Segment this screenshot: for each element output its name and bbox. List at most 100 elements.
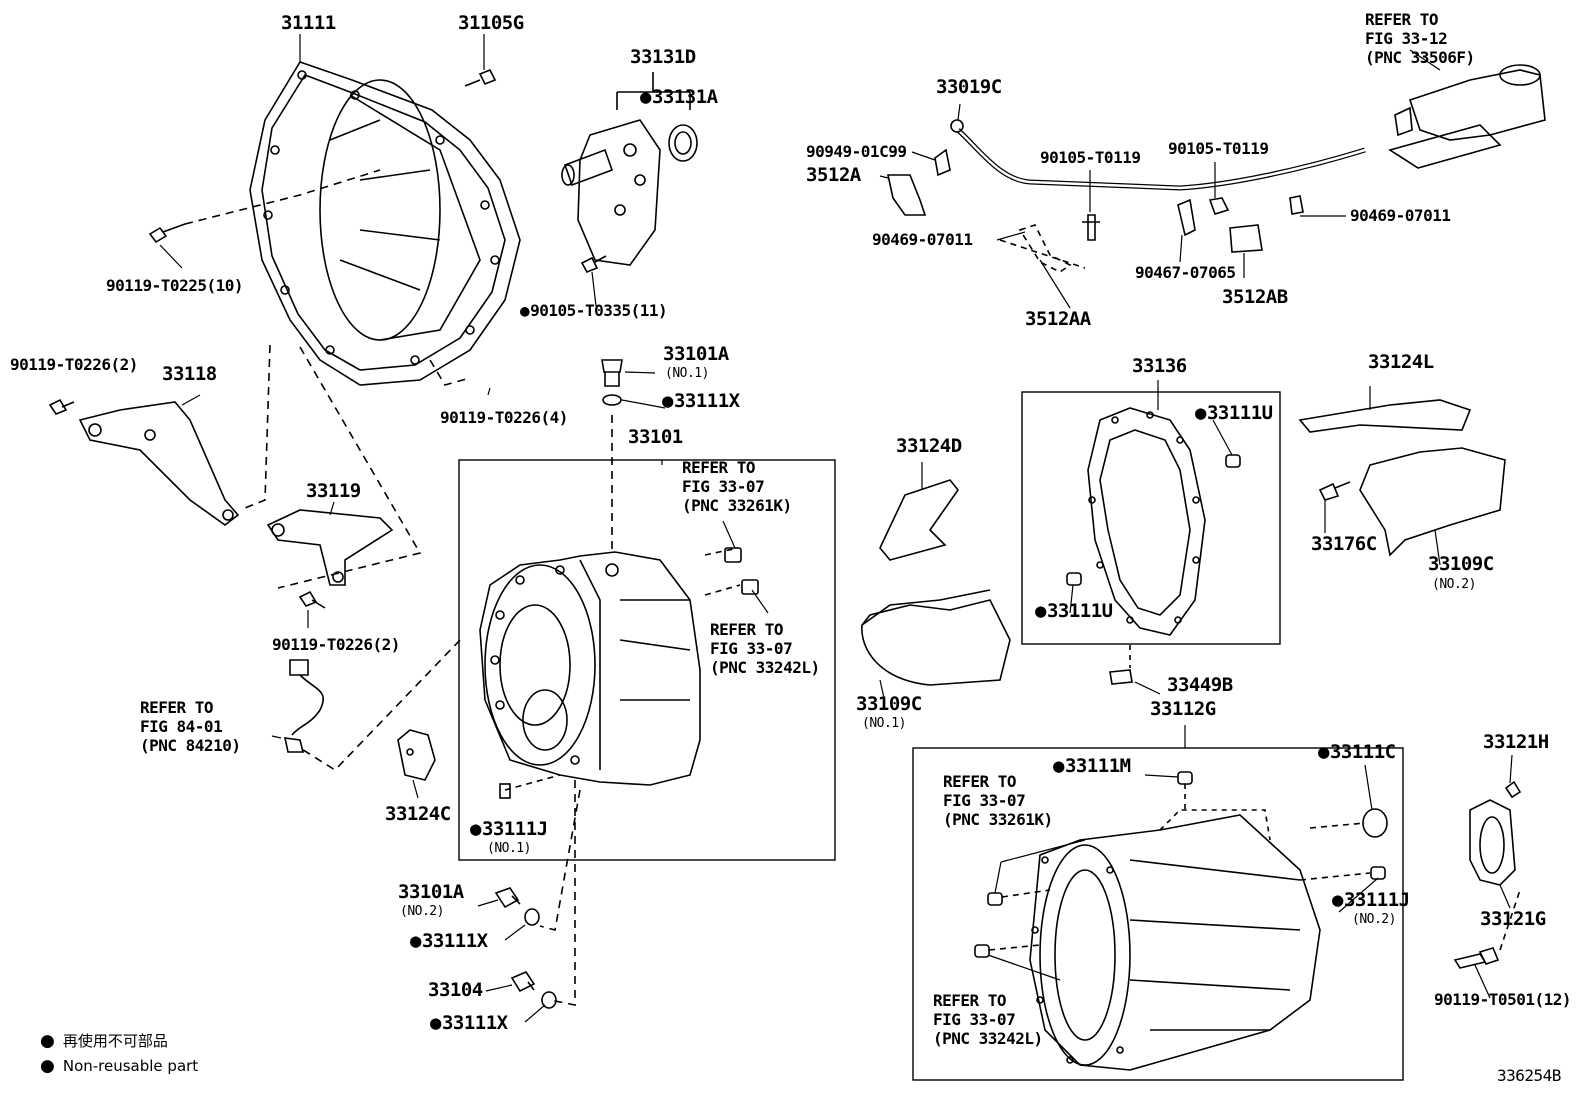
label-3512ab: 3512AB bbox=[1222, 286, 1288, 308]
cover-33124d-drawing bbox=[879, 479, 959, 561]
label-90119-t0501: 90119-T0501(12) bbox=[1434, 990, 1572, 1009]
fill-plug-drawing bbox=[601, 359, 623, 406]
label-33111x-bot: 33111X bbox=[430, 1014, 508, 1033]
label-33111x-mid: 33111X bbox=[410, 932, 488, 951]
label-90469-07011-a: 90469-07011 bbox=[872, 230, 973, 249]
label-90119-t0226-2b: 90119-T0226(2) bbox=[272, 635, 400, 654]
cover-33124l-drawing bbox=[1298, 399, 1506, 557]
label-90105-t0335: 90105-T0335(11) bbox=[520, 303, 668, 319]
refer-line: (PNC 84210) bbox=[140, 736, 241, 755]
label-33124l: 33124L bbox=[1368, 351, 1434, 373]
legend-jp: ● 再使用不可部品 bbox=[40, 1030, 168, 1051]
transmission-case-drawing bbox=[479, 547, 759, 799]
legend-jp-text: 再使用不可部品 bbox=[62, 1032, 168, 1050]
bracket-33119-drawing bbox=[266, 509, 394, 609]
label-90119-t0226-4: 90119-T0226(4) bbox=[440, 408, 568, 427]
refer-line: REFER TO bbox=[140, 698, 214, 717]
label-90105-t0119-a: 90105-T0119 bbox=[1040, 148, 1141, 167]
bell-housing-drawing bbox=[249, 61, 521, 386]
refer-line: REFER TO bbox=[682, 458, 756, 477]
label-33109c-no1-sub: (NO.1) bbox=[862, 716, 906, 731]
label-3512aa: 3512AA bbox=[1025, 308, 1091, 330]
label-33121h: 33121H bbox=[1483, 731, 1549, 753]
label-33104: 33104 bbox=[428, 979, 483, 1001]
oil-pump-drawing bbox=[561, 72, 698, 274]
sensor-drawing bbox=[283, 659, 324, 753]
label-33019c: 33019C bbox=[936, 76, 1002, 98]
label-33101a-bot-sub: (NO.2) bbox=[400, 904, 444, 919]
label-33111j-right: 33111J bbox=[1332, 891, 1410, 910]
bolt-31105g-drawing bbox=[464, 68, 497, 87]
rear-bearing-retainer-drawing bbox=[1453, 780, 1522, 969]
refer-line: FIG 84-01 bbox=[140, 717, 223, 736]
group-box-33112g bbox=[912, 747, 1404, 1081]
label-33176c: 33176C bbox=[1311, 533, 1377, 555]
label-33111m: 33111M bbox=[1053, 757, 1131, 776]
label-90105-t0119-b: 90105-T0119 bbox=[1168, 139, 1269, 158]
label-31105g: 31105G bbox=[458, 12, 524, 34]
refer-note-33242l-b: REFER TO FIG 33-07 (PNC 33242L) bbox=[933, 993, 1043, 1047]
label-90119-t0225: 90119-T0225(10) bbox=[106, 276, 244, 295]
refer-line: FIG 33-07 bbox=[710, 639, 793, 658]
refer-line: FIG 33-07 bbox=[933, 1010, 1016, 1029]
bullet-icon: ● bbox=[40, 1031, 55, 1051]
shift-cable-drawing bbox=[887, 119, 1366, 273]
label-33111u-a: 33111U bbox=[1195, 404, 1273, 423]
label-3512a: 3512A bbox=[806, 164, 861, 186]
transfer-adapter-drawing bbox=[1388, 64, 1546, 169]
label-33101a-top-sub: (NO.1) bbox=[665, 366, 709, 381]
label-90467-07065: 90467-07065 bbox=[1135, 263, 1236, 282]
label-33101: 33101 bbox=[628, 426, 683, 448]
group-box-33136 bbox=[1021, 391, 1281, 645]
adapter-housing-drawing bbox=[974, 771, 1388, 1071]
label-33109c-no2: 33109C bbox=[1428, 553, 1494, 575]
label-33112g: 33112G bbox=[1150, 698, 1216, 720]
label-90949-01c99: 90949-01C99 bbox=[806, 142, 907, 161]
label-33111j-left: 33111J bbox=[470, 820, 548, 839]
label-33111j-left-sub: (NO.1) bbox=[487, 841, 531, 856]
label-33131d: 33131D bbox=[630, 46, 696, 68]
label-33449b: 33449B bbox=[1167, 674, 1233, 696]
label-31111: 31111 bbox=[281, 12, 336, 34]
label-33111x-top: 33111X bbox=[662, 392, 740, 411]
refer-line: REFER TO bbox=[943, 772, 1017, 791]
label-33111u-b: 33111U bbox=[1035, 602, 1113, 621]
label-33111j-right-sub: (NO.2) bbox=[1352, 912, 1396, 927]
refer-note-33242l-a: REFER TO FIG 33-07 (PNC 33242L) bbox=[710, 622, 820, 676]
refer-line: FIG 33-12 bbox=[1365, 29, 1448, 48]
dashed-leaders-left bbox=[239, 344, 613, 1006]
label-90119-t0226-2a: 90119-T0226(2) bbox=[10, 355, 138, 374]
label-33136: 33136 bbox=[1132, 355, 1187, 377]
label-33111c: 33111C bbox=[1318, 743, 1396, 762]
label-33101a-bot: 33101A bbox=[398, 881, 464, 903]
refer-note-84210: REFER TO FIG 84-01 (PNC 84210) bbox=[140, 698, 241, 755]
refer-line: (PNC 33242L) bbox=[933, 1029, 1043, 1048]
legend-en: ● Non-reusable part bbox=[40, 1056, 198, 1076]
refer-line: FIG 33-07 bbox=[682, 477, 765, 496]
label-33131a: 33131A bbox=[640, 88, 718, 107]
label-33124c: 33124C bbox=[385, 803, 451, 825]
label-33118: 33118 bbox=[162, 363, 217, 385]
label-33121g: 33121G bbox=[1480, 908, 1546, 930]
cover-33124c-drawing bbox=[397, 729, 436, 781]
label-33109c-no2-sub: (NO.2) bbox=[1432, 577, 1476, 592]
refer-line: (PNC 33261K) bbox=[682, 496, 792, 515]
refer-line: (PNC 33261K) bbox=[943, 810, 1053, 829]
legend-en-text: Non-reusable part bbox=[62, 1057, 199, 1075]
refer-line: REFER TO bbox=[933, 991, 1007, 1010]
refer-line: (PNC 33506F) bbox=[1365, 48, 1475, 67]
cover-33109c-no1-drawing bbox=[861, 589, 1011, 686]
refer-line: FIG 33-07 bbox=[943, 791, 1026, 810]
label-33119: 33119 bbox=[306, 480, 361, 502]
refer-note-33506f: REFER TO FIG 33-12 (PNC 33506F) bbox=[1365, 12, 1475, 66]
bullet-icon: ● bbox=[40, 1056, 55, 1076]
label-33101a-top: 33101A bbox=[663, 343, 729, 365]
label-90469-07011-b: 90469-07011 bbox=[1350, 206, 1451, 225]
refer-note-33261k-b: REFER TO FIG 33-07 (PNC 33261K) bbox=[943, 774, 1053, 828]
bracket-33118-drawing bbox=[48, 398, 240, 526]
figure-id: 336254B bbox=[1497, 1066, 1561, 1085]
label-33109c-no1: 33109C bbox=[856, 693, 922, 715]
refer-line: REFER TO bbox=[1365, 10, 1439, 29]
plugs-bottom-drawing bbox=[494, 887, 557, 1009]
